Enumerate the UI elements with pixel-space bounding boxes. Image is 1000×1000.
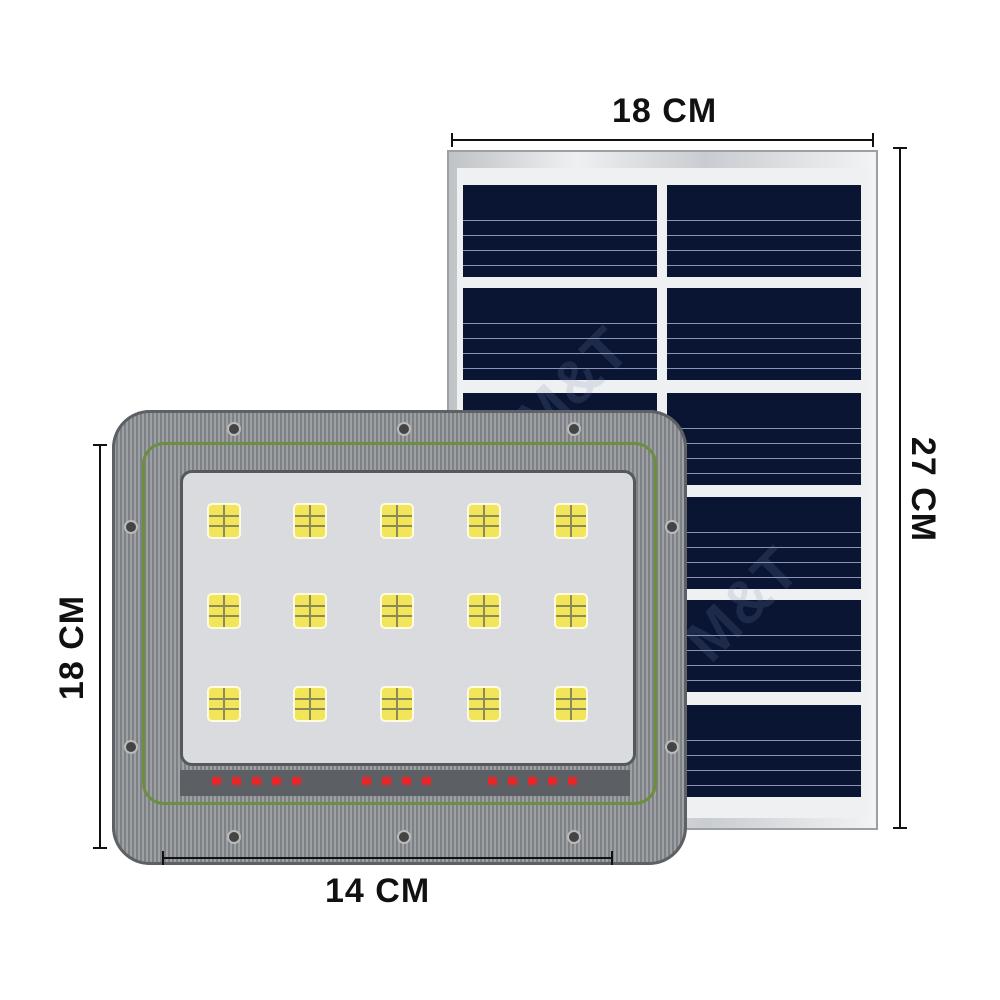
indicator-led <box>292 777 301 785</box>
dimension-tick <box>872 133 874 147</box>
led-chip <box>209 595 239 627</box>
led-chip <box>382 505 412 537</box>
led-chip <box>295 688 325 720</box>
cell-busbar <box>667 338 861 339</box>
panel-width-label: 18 CM <box>612 92 718 130</box>
led-chip <box>209 505 239 537</box>
solar-cell <box>667 497 861 589</box>
cell-busbar <box>463 220 657 221</box>
solar-cell <box>667 705 861 797</box>
cell-busbar <box>667 368 861 369</box>
screw <box>397 422 411 436</box>
cell-busbar <box>463 265 657 266</box>
solar-cell <box>463 288 657 380</box>
light-width-label: 14 CM <box>325 872 431 910</box>
indicator-led <box>422 777 431 785</box>
cell-busbar <box>667 458 861 459</box>
indicator-led <box>508 777 517 785</box>
led-chip <box>469 505 499 537</box>
solar-cell <box>667 393 861 485</box>
cell-busbar <box>667 547 861 548</box>
indicator-led <box>232 777 241 785</box>
dimension-line-top <box>452 139 873 141</box>
cell-busbar <box>463 323 657 324</box>
led-chip <box>382 688 412 720</box>
cell-busbar <box>667 428 861 429</box>
dimension-tick <box>893 827 907 829</box>
screw <box>124 520 138 534</box>
cell-busbar <box>667 650 861 651</box>
led-chip <box>556 688 586 720</box>
cell-busbar <box>463 250 657 251</box>
led-chip <box>295 505 325 537</box>
cell-busbar <box>667 755 861 756</box>
cell-busbar <box>463 235 657 236</box>
cell-busbar <box>667 353 861 354</box>
panel-height-label: 27 CM <box>904 436 943 543</box>
indicator-led <box>382 777 391 785</box>
solar-cell <box>667 288 861 380</box>
cell-busbar <box>667 220 861 221</box>
led-chip <box>556 595 586 627</box>
cell-busbar <box>667 235 861 236</box>
indicator-led <box>568 777 577 785</box>
screw <box>227 830 241 844</box>
screw <box>665 740 679 754</box>
indicator-led <box>362 777 371 785</box>
dimension-line-left <box>99 445 101 848</box>
screw <box>567 830 581 844</box>
dimension-tick <box>93 847 107 849</box>
dimension-tick <box>893 147 907 149</box>
cell-busbar <box>667 680 861 681</box>
solar-cell <box>667 600 861 692</box>
dimension-tick <box>162 851 164 865</box>
cell-busbar <box>463 368 657 369</box>
led-chip <box>469 595 499 627</box>
led-chip <box>209 688 239 720</box>
indicator-strip <box>180 770 630 796</box>
light-height-label: 18 CM <box>53 594 92 701</box>
cell-busbar <box>667 665 861 666</box>
cell-busbar <box>667 250 861 251</box>
led-face <box>180 470 636 766</box>
dimension-line-bottom <box>163 857 612 859</box>
screw <box>567 422 581 436</box>
screw <box>397 830 411 844</box>
led-chip <box>469 688 499 720</box>
cell-busbar <box>667 770 861 771</box>
led-chip <box>295 595 325 627</box>
cell-busbar <box>463 338 657 339</box>
cell-busbar <box>667 532 861 533</box>
cell-busbar <box>463 353 657 354</box>
indicator-led <box>528 777 537 785</box>
cell-busbar <box>667 473 861 474</box>
cell-busbar <box>667 562 861 563</box>
dimension-tick <box>93 444 107 446</box>
cell-busbar <box>667 785 861 786</box>
indicator-led <box>488 777 497 785</box>
indicator-led <box>212 777 221 785</box>
indicator-led <box>252 777 261 785</box>
solar-cell <box>667 185 861 277</box>
screw <box>124 740 138 754</box>
housing-gasket <box>142 442 657 805</box>
screw <box>227 422 241 436</box>
cell-busbar <box>667 740 861 741</box>
led-chip <box>556 505 586 537</box>
screw <box>665 520 679 534</box>
cell-busbar <box>667 265 861 266</box>
cell-busbar <box>667 635 861 636</box>
led-flood-light <box>112 410 687 865</box>
indicator-led <box>402 777 411 785</box>
indicator-led <box>548 777 557 785</box>
dimension-line-right <box>899 148 901 828</box>
cell-busbar <box>667 577 861 578</box>
cell-busbar <box>667 323 861 324</box>
solar-cell <box>463 185 657 277</box>
dimension-tick <box>611 851 613 865</box>
led-chip <box>382 595 412 627</box>
indicator-led <box>272 777 281 785</box>
cell-busbar <box>667 443 861 444</box>
dimension-tick <box>451 133 453 147</box>
